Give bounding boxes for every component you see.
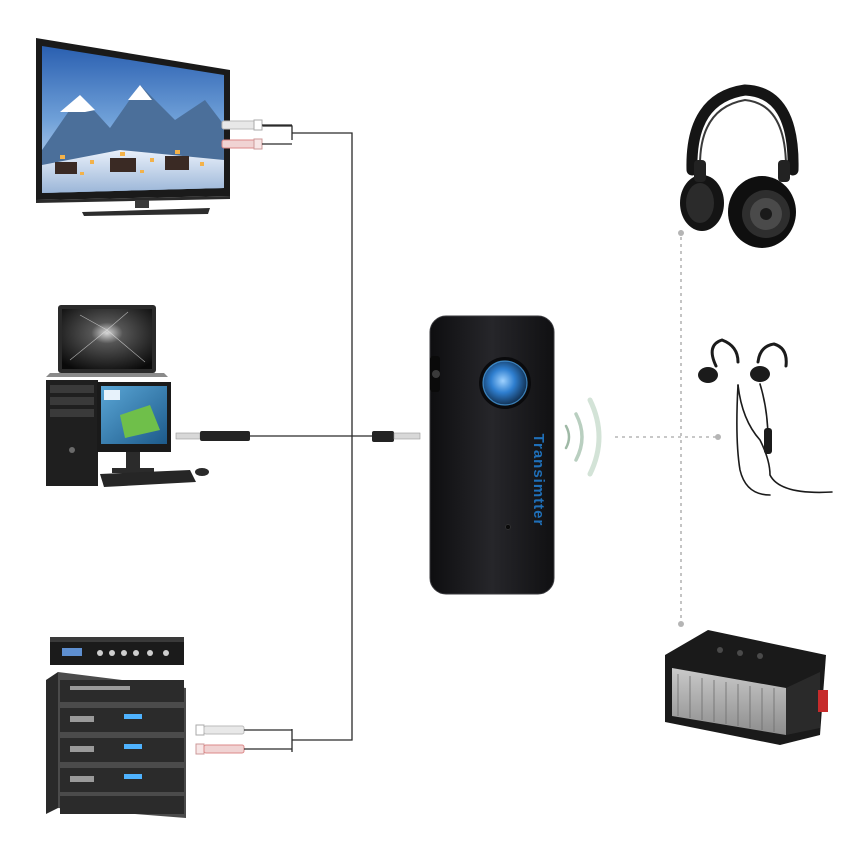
audio-cables — [250, 125, 372, 752]
aux-plug-transmitter — [372, 431, 421, 442]
wireless-links — [615, 230, 718, 628]
over-ear-headphones-icon — [680, 84, 799, 248]
bluetooth-signal-icon — [564, 397, 602, 477]
status-led — [505, 524, 511, 530]
audio-amplifier-rack-icon — [46, 637, 186, 818]
rca-plugs-tv — [221, 119, 292, 150]
bluetooth-speaker-icon — [665, 630, 828, 745]
link-dot-headphones — [678, 230, 684, 236]
power-button-icon — [479, 357, 531, 409]
rca-plugs-amplifier — [195, 724, 292, 755]
aux-plug-pc — [175, 431, 250, 441]
earphone-buds — [698, 366, 772, 454]
link-dot-earphones — [715, 434, 721, 440]
transmitter-label: Transimtter — [530, 433, 547, 527]
sport-earphones-icon — [710, 338, 833, 496]
laptop-icon — [46, 305, 168, 377]
tv-icon — [36, 38, 230, 216]
link-dot-speaker — [678, 621, 684, 627]
desktop-computer-icon — [46, 380, 209, 487]
